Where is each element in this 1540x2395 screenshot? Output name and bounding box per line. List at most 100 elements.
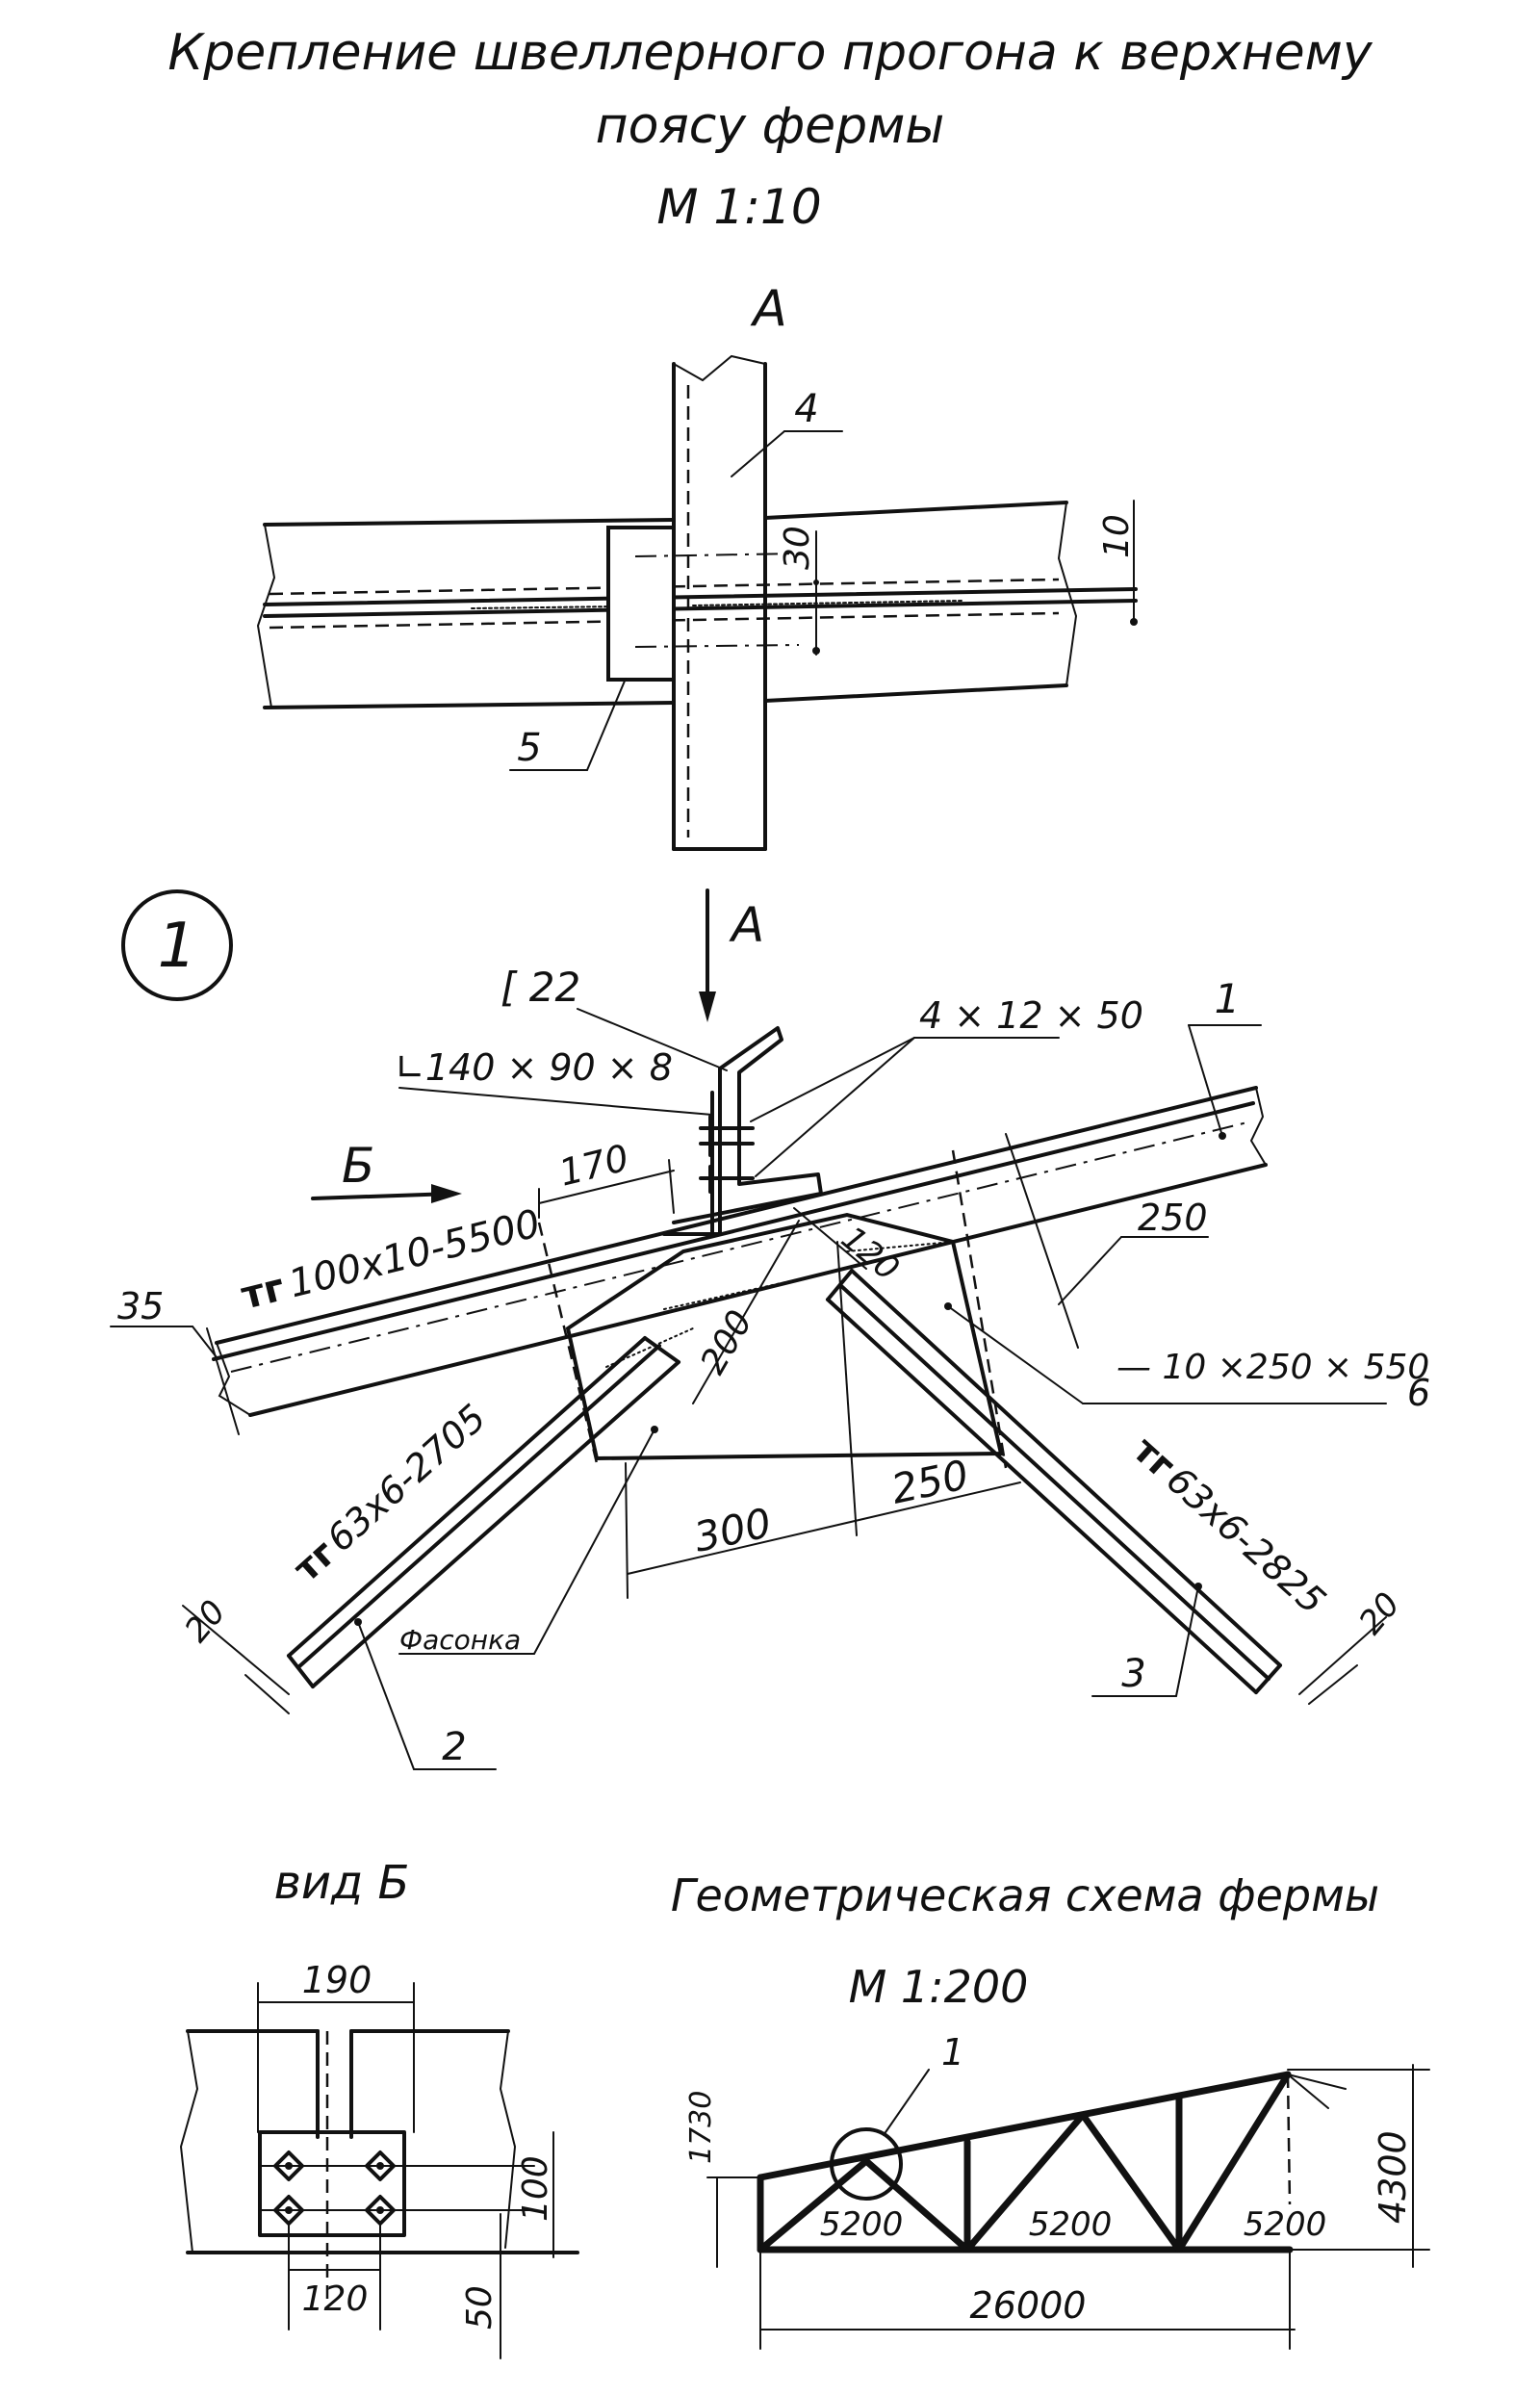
arrow-b-label: Б	[342, 1138, 374, 1194]
dim-20b-ext	[1308, 1664, 1358, 1705]
panel-3-label: 5200	[1244, 2205, 1327, 2244]
dim-300-ext-left	[625, 1462, 629, 1599]
dim-4300-label: 4300	[1372, 2130, 1414, 2224]
vb-plate	[258, 2130, 406, 2237]
dim-30-tick-2	[812, 647, 820, 655]
callout-4-label: 4	[794, 387, 818, 431]
dim-20a-ext	[244, 1674, 290, 1714]
dim-250a-label: 250	[1138, 1197, 1208, 1239]
dim-30-label: 30	[778, 526, 817, 570]
left-diag-top-end	[643, 1336, 680, 1364]
top-chord-break-right	[1249, 1087, 1267, 1166]
right-diag-flange	[838, 1283, 1270, 1681]
truss-diagonals	[757, 2071, 1292, 2253]
top-chord-upper-edge	[215, 1086, 1258, 1345]
panel-2-label: 5200	[1029, 2205, 1113, 2244]
callout-5-label: 5	[517, 726, 541, 770]
right-diag-label-text: 63x6-2825	[1159, 1458, 1334, 1622]
view-a-label: А	[750, 280, 787, 338]
gusset-leader	[533, 1429, 655, 1655]
top-chord-axis	[230, 1120, 1252, 1373]
title-line-1: Крепление швеллерного прогона к верхнему	[167, 24, 1373, 82]
panel-1-label: 5200	[820, 2205, 904, 2244]
dim-20a-line	[182, 1605, 290, 1695]
dim-20b-label: 20	[1351, 1585, 1407, 1642]
dim-30-tick-1	[813, 579, 819, 585]
channel-leader	[577, 1008, 728, 1071]
dim-190-label: 190	[302, 1959, 372, 2001]
truss-ridge-stub-2	[1287, 2073, 1347, 2090]
chord-bottom-left	[263, 701, 676, 709]
view-b-title: вид Б	[274, 1856, 410, 1910]
left-diag-inner	[311, 1360, 680, 1688]
dim-10-tick	[1130, 618, 1138, 626]
gusset-plate	[565, 1212, 1004, 1461]
arrow-b-head	[431, 1184, 462, 1203]
bolts-label: 4 × 12 × 50	[919, 994, 1143, 1037]
plate-leader	[947, 1305, 1084, 1404]
callout-4-leader	[731, 430, 785, 477]
vb-break-right	[499, 2030, 517, 2249]
bolt-axis-bottom	[634, 644, 800, 648]
bolts-leader-1	[750, 1037, 915, 1122]
bolt-axis-top	[634, 553, 800, 557]
angle-cleat	[606, 526, 676, 682]
angle-label: ∟140 × 90 × 8	[395, 1046, 673, 1089]
dim-20b-line	[1298, 1616, 1387, 1695]
title-scale: М 1:10	[656, 179, 821, 235]
dim-120vb-label: 120	[302, 2279, 369, 2319]
vb-bolts	[273, 2150, 396, 2226]
arrow-a-label: А	[729, 897, 764, 953]
dim-300-label: 300	[690, 1499, 776, 1561]
node-number: 1	[158, 911, 197, 982]
chord-bottom-right	[763, 683, 1068, 703]
dim-170-line	[538, 1170, 675, 1204]
scheme-callout-label: 1	[941, 2031, 964, 2073]
arrow-a-head	[699, 991, 716, 1022]
dim-50-label: 50	[460, 2285, 500, 2330]
dim-200-line	[692, 1220, 800, 1404]
truss-scheme: 1 5200 5200 5200 1730 4300 26000	[684, 2031, 1430, 2350]
chord-seam-1	[263, 587, 1138, 606]
callout-3-leader	[1175, 1585, 1199, 1697]
view-a-drawing: 4 5 30 10	[256, 354, 1138, 851]
dim-35-label: 35	[117, 1285, 164, 1327]
bolt-marks	[699, 1115, 755, 1194]
dim-100-label: 100	[516, 2155, 555, 2222]
vb-break-left	[179, 2030, 199, 2253]
chord-top-left	[263, 518, 676, 527]
dim-300-ext-mid	[836, 1241, 858, 1536]
dim-1730-label: 1730	[684, 2091, 718, 2164]
dim-35-ext	[206, 1327, 240, 1435]
weld-right	[692, 600, 963, 606]
dim-26000-label: 26000	[970, 2284, 1087, 2327]
chord-seam-2	[263, 599, 1138, 618]
right-diag-outer	[850, 1269, 1282, 1667]
dim-10-label: 10	[1097, 514, 1137, 558]
gusset-axis-right	[951, 1149, 1008, 1469]
chord-break-left	[256, 524, 276, 708]
left-diag-end	[287, 1654, 315, 1688]
left-diag-flange	[296, 1344, 661, 1669]
top-chord-label-text: 100x10-5500	[285, 1201, 545, 1306]
right-diag-label: ᴛᴦ63x6-2825	[1125, 1429, 1334, 1622]
callout-1-leader	[1188, 1024, 1223, 1137]
top-chord-flange	[212, 1101, 1255, 1361]
scheme-callout-leader	[883, 2069, 930, 2136]
arrow-b-shaft	[311, 1192, 454, 1200]
node-1-circle	[830, 2127, 903, 2201]
bolts-leader-2	[755, 1037, 915, 1177]
callout-6-label: 6	[1407, 1372, 1430, 1414]
callout-3-label: 3	[1121, 1652, 1145, 1696]
dim-250b-label: 250	[887, 1451, 973, 1513]
dim-170-ext-2	[668, 1159, 675, 1214]
left-diag-label: ᴛᴦ63x6-2705	[286, 1396, 495, 1589]
channel-section	[662, 1026, 823, 1236]
gusset-hatch	[605, 1241, 954, 1368]
callout-5-leader	[586, 678, 627, 771]
dim-250a-line	[1058, 1236, 1122, 1305]
right-diag-end	[1254, 1663, 1282, 1694]
dim-120-line	[793, 1207, 867, 1270]
channel-label: [ 22	[500, 964, 580, 1011]
